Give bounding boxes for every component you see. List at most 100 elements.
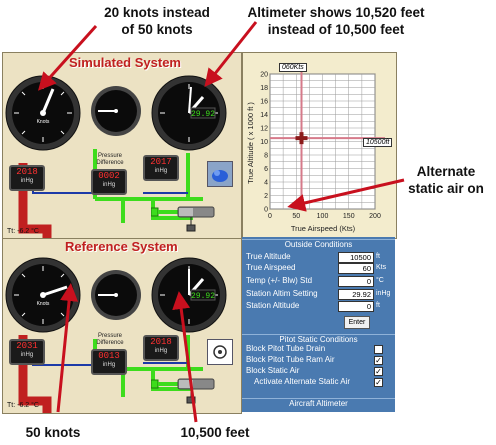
chart-x-tick-label: 150 bbox=[343, 213, 355, 220]
block-static-air-checkbox[interactable]: ✓ bbox=[374, 367, 383, 376]
altimeter-callout-line1: Altimeter shows 10,520 feet bbox=[247, 5, 425, 20]
true-altitude-input[interactable]: 10500 bbox=[338, 252, 374, 263]
alternate-callout-line2: static air on bbox=[408, 181, 484, 196]
station-altitude-input[interactable]: 0 bbox=[338, 301, 374, 312]
true-altitude-label: True Altitude bbox=[246, 252, 291, 261]
chart-y-tick-label: 0 bbox=[264, 207, 268, 214]
chart-y-label: True Altitude ( x 1000 ft ) bbox=[246, 102, 255, 184]
reference-baro-left-unit: inHg bbox=[20, 352, 34, 358]
station-altitude-unit: ft bbox=[376, 302, 380, 309]
chart-y-tick-label: 12 bbox=[260, 126, 268, 133]
true-airspeed-unit: Kts bbox=[376, 264, 387, 271]
reference-baro-left-value: 2031 bbox=[16, 341, 38, 351]
chart-x-ticks: 0 50 100 150 200 bbox=[268, 213, 381, 220]
chart-y-tick-label: 2 bbox=[264, 193, 268, 200]
simulated-tt-label: Tt: -6.2 °C bbox=[7, 228, 39, 235]
outside-conditions-header: Outside Conditions bbox=[242, 239, 395, 249]
altim-setting-input[interactable]: 29.92 bbox=[338, 289, 374, 300]
temp-input[interactable]: 0 bbox=[338, 276, 374, 287]
bottom-left-callout: 50 knots bbox=[25, 425, 81, 440]
reference-alternate-static-valve bbox=[151, 378, 215, 404]
simulated-altimeter: 29.92 bbox=[151, 75, 227, 151]
airspeed-callout-line2: of 50 knots bbox=[121, 22, 193, 37]
chart-y-tick-label: 18 bbox=[260, 85, 268, 92]
simulated-blue-ball-button[interactable] bbox=[207, 161, 233, 187]
reference-kollsman-window: 29.92 bbox=[191, 292, 215, 301]
chart-x-tick-label: 200 bbox=[369, 213, 381, 220]
airspeed-callout-line1: 20 knots instead bbox=[104, 5, 210, 20]
reference-pressure-diff-value: 0013 bbox=[98, 351, 120, 361]
reference-pressure-diff-label: Pressure Difference bbox=[96, 333, 124, 346]
target-circle-icon bbox=[213, 345, 227, 359]
simulated-system-title: Simulated System bbox=[69, 55, 181, 70]
pitot-item-label-1: Block Pitot Tube Ram Air bbox=[246, 355, 335, 364]
airspeed-callout: 20 knots instead of 50 knots bbox=[92, 4, 222, 38]
block-ram-air-checkbox[interactable]: ✓ bbox=[374, 356, 383, 365]
reference-vsi-gauge bbox=[91, 270, 141, 320]
temp-unit: °C bbox=[376, 277, 384, 284]
chart-x-tick-label: 0 bbox=[268, 213, 272, 220]
chart-y-tick-label: 4 bbox=[264, 180, 268, 187]
alternate-callout: Alternate static air on bbox=[400, 163, 492, 197]
station-altitude-label: Station Altitude bbox=[246, 301, 300, 310]
simulated-baro-left-unit: inHg bbox=[20, 178, 34, 184]
chart-data-marker bbox=[295, 132, 308, 145]
altimeter-callout-line2: instead of 10,500 feet bbox=[267, 22, 405, 37]
simulated-pressure-diff-label: Pressure Difference bbox=[96, 153, 124, 166]
pitot-static-header: Pitot Static Conditions bbox=[242, 334, 395, 344]
alternate-static-air-checkbox[interactable]: ✓ bbox=[374, 378, 383, 387]
conditions-panel: Outside Conditions True Altitude 10500 f… bbox=[242, 237, 395, 412]
chart-y-tick-label: 10 bbox=[260, 139, 268, 146]
chart-y-tick-label: 20 bbox=[260, 72, 268, 79]
simulated-vsi-gauge bbox=[91, 86, 141, 136]
pitot-item-label-0: Block Pitot Tube Drain bbox=[246, 344, 326, 353]
pitot-item-label-2: Block Static Air bbox=[246, 366, 300, 375]
simulated-kollsman-window: 29.92 bbox=[191, 110, 215, 119]
simulated-airspeed-indicator: Knots bbox=[5, 75, 81, 151]
simulated-baro-right-value: 2017 bbox=[150, 157, 172, 167]
block-pitot-drain-checkbox[interactable] bbox=[374, 345, 383, 354]
enter-button[interactable]: Enter bbox=[344, 316, 370, 329]
true-airspeed-input[interactable]: 60 bbox=[338, 263, 374, 274]
simulated-pressure-diff-unit: inHg bbox=[102, 182, 116, 188]
chart-x-tick-label: 50 bbox=[292, 213, 300, 220]
reference-baro-right-unit: inHg bbox=[154, 348, 168, 354]
reference-pressure-diff-unit: inHg bbox=[102, 362, 116, 368]
reference-gauge-button[interactable] bbox=[207, 339, 233, 365]
chart-y-tick-label: 16 bbox=[260, 99, 268, 106]
chart-altitude-readout: 10500ft bbox=[363, 138, 393, 147]
blue-ball-icon bbox=[212, 170, 228, 182]
reference-airspeed-indicator: Knots bbox=[5, 257, 81, 333]
simulated-airspeed-unit: Knots bbox=[37, 119, 50, 125]
reference-baro-right-value: 2018 bbox=[150, 337, 172, 347]
alternate-callout-line1: Alternate bbox=[416, 164, 476, 179]
simulated-baro-left-value: 2018 bbox=[16, 167, 38, 177]
altimeter-callout: Altimeter shows 10,520 feet instead of 1… bbox=[236, 4, 436, 38]
reference-system-title: Reference System bbox=[65, 239, 178, 254]
chart-point-marker-v bbox=[299, 132, 304, 145]
true-airspeed-label: True Airspeed bbox=[246, 263, 296, 272]
simulated-pressure-diff-value: 0002 bbox=[98, 171, 120, 181]
reference-tt-label: Tt: -6.2 °C bbox=[7, 402, 39, 409]
chart-grid bbox=[269, 73, 376, 210]
pitot-item-label-3: Activate Alternate Static Air bbox=[254, 377, 351, 386]
chart-x-label: True Airspeed (Kts) bbox=[291, 224, 356, 233]
reference-altimeter: 29.92 bbox=[151, 257, 227, 333]
altim-setting-unit: inHg bbox=[376, 290, 391, 297]
chart-x-tick-label: 100 bbox=[317, 213, 329, 220]
chart-airspeed-readout: 060Kts bbox=[279, 63, 307, 72]
altim-setting-label: Station Altim Setting bbox=[246, 289, 318, 298]
chart-y-tick-label: 14 bbox=[260, 112, 268, 119]
true-altitude-unit: ft bbox=[376, 253, 380, 260]
bottom-right-callout: 10,500 feet bbox=[180, 425, 250, 440]
chart-y-tick-label: 8 bbox=[264, 153, 268, 160]
